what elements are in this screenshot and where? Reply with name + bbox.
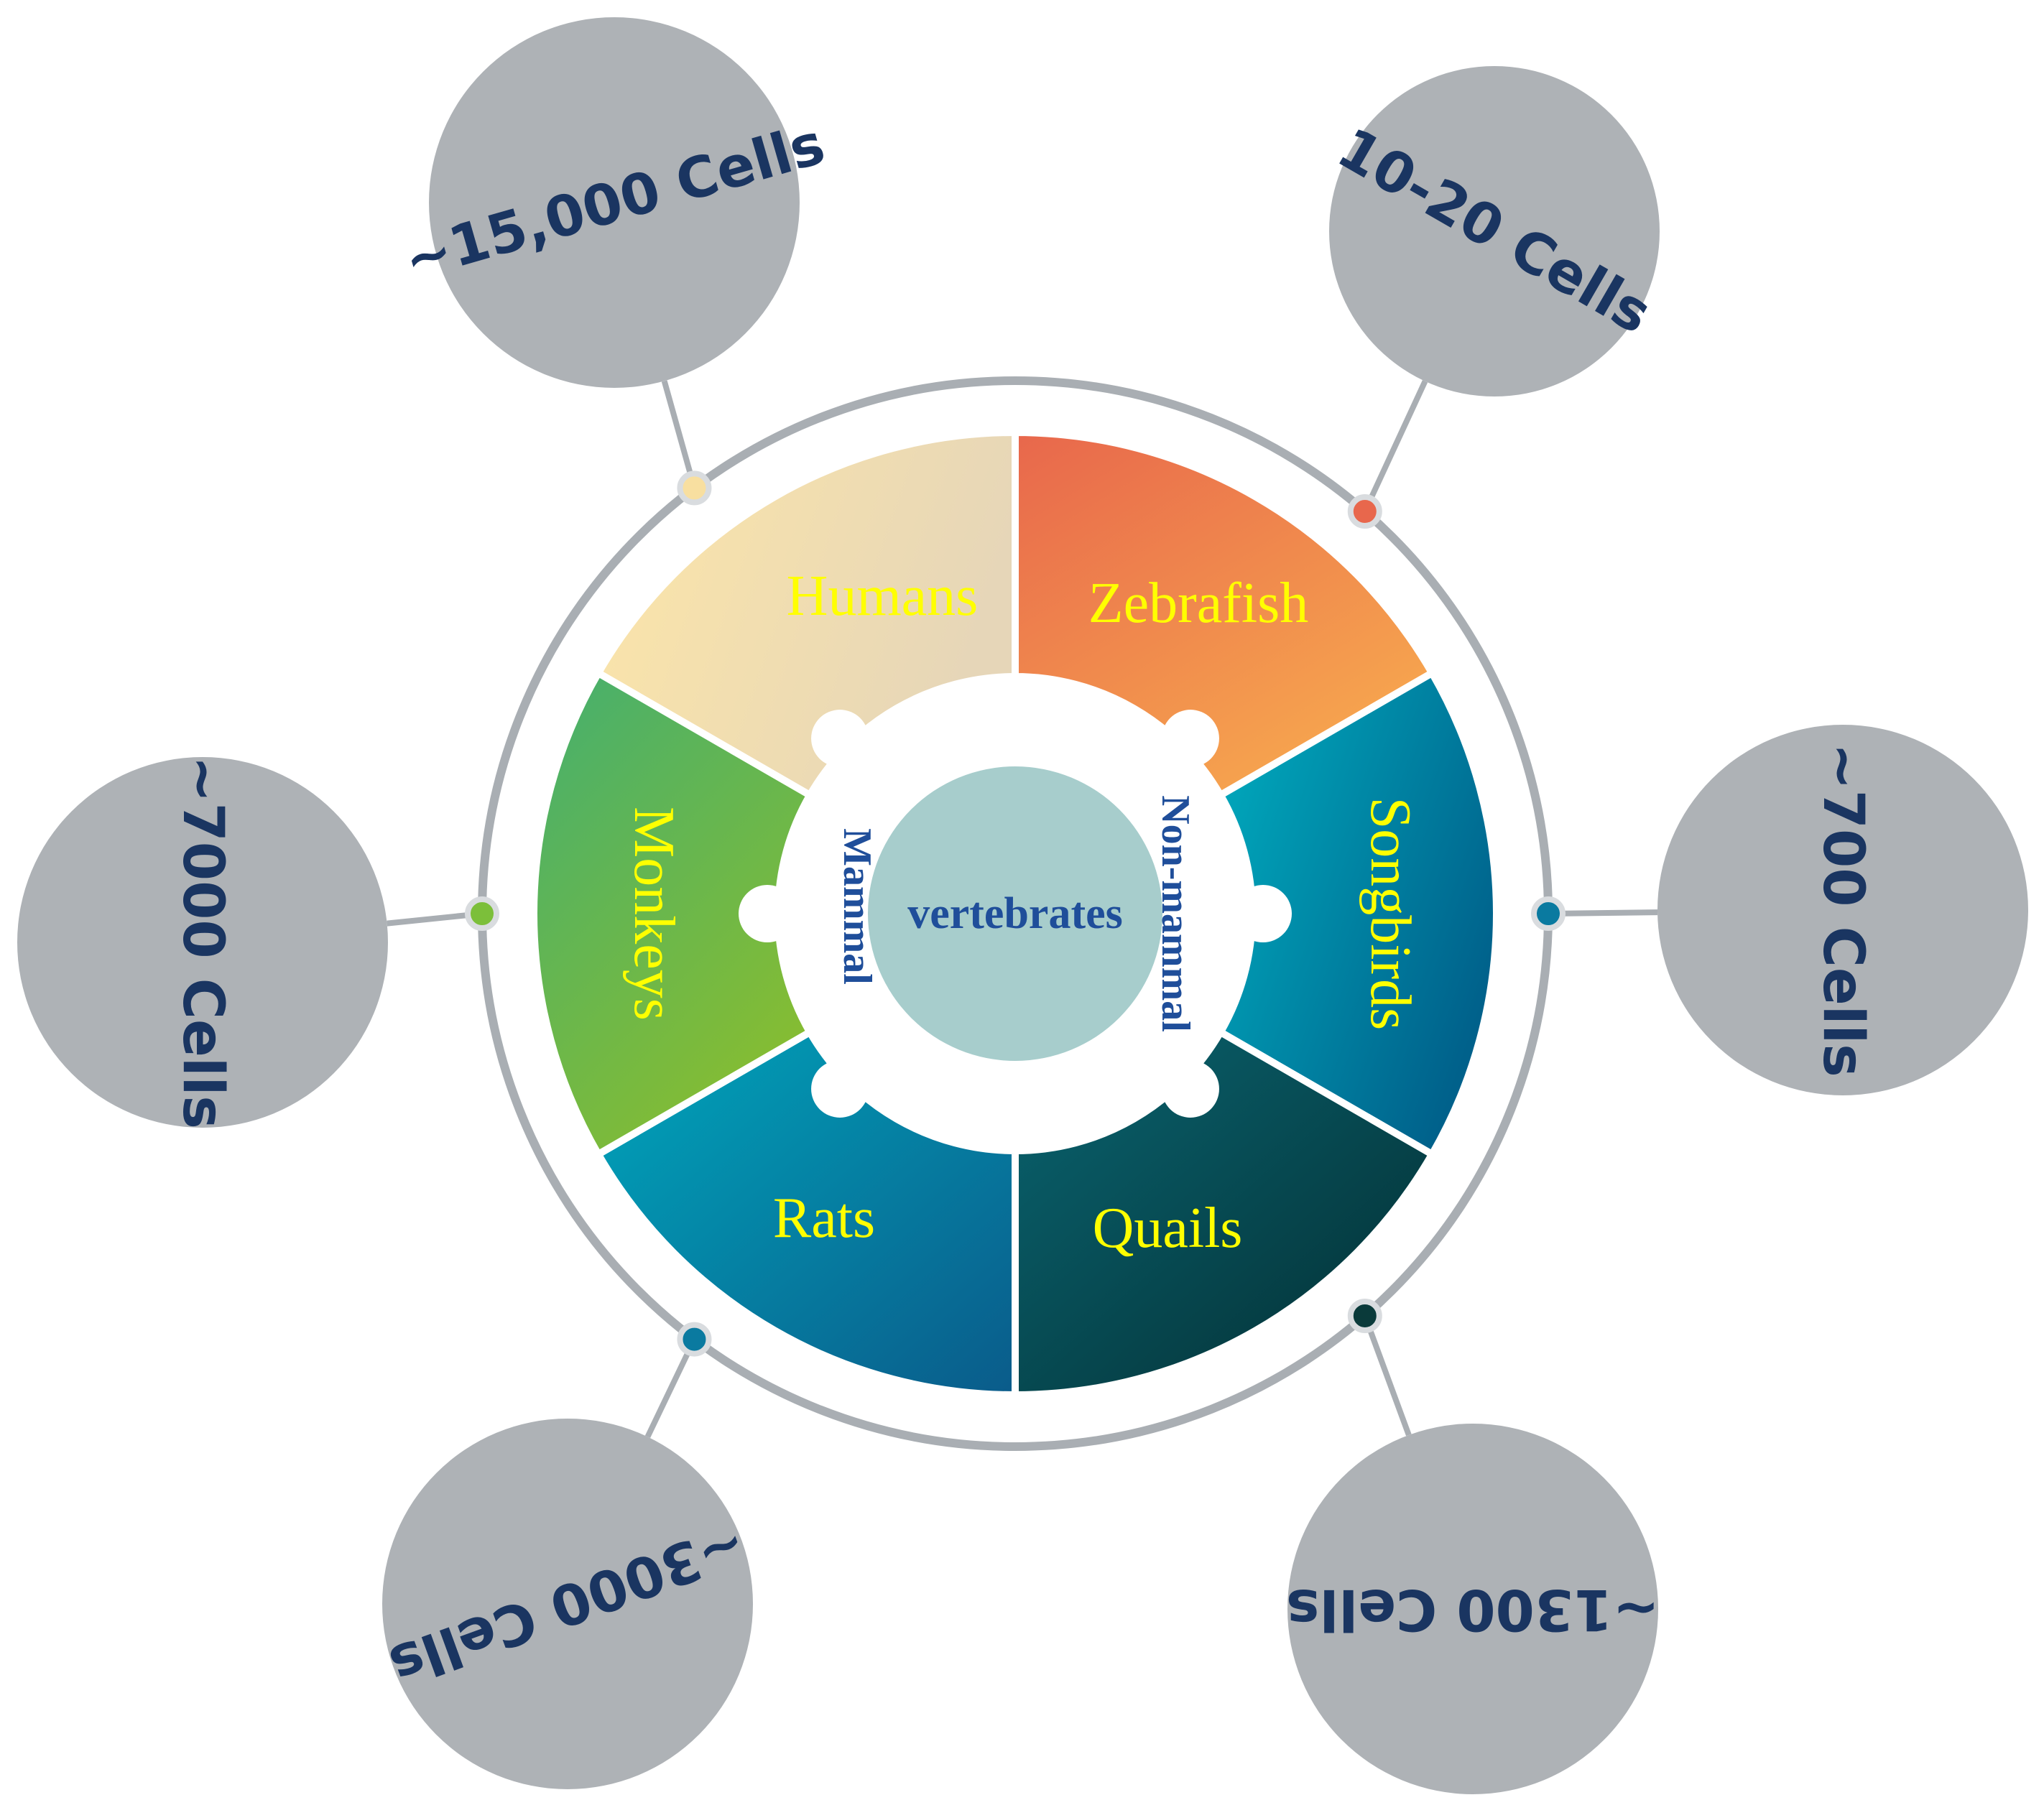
center-label: vertebrates [907, 889, 1123, 938]
segment-humans [593, 428, 1019, 800]
connector-songbirds [1548, 909, 1658, 917]
segment-label-rats: Rats [773, 1187, 875, 1250]
ring-knob [811, 1059, 869, 1118]
ring-dot-quails [1347, 1298, 1382, 1333]
ring-dot-monkeys [465, 896, 499, 931]
ring-knob [1234, 885, 1292, 942]
connector-rats [644, 1337, 698, 1439]
segment-label-songbirds: Songbirds [1359, 797, 1422, 1031]
bubble-monkeys [17, 757, 388, 1128]
segment-songbirds [1215, 668, 1500, 1159]
bubble-label-songbirds: ~700 Cells [1811, 743, 1875, 1077]
segment-label-monkeys: Monkeys [622, 807, 685, 1021]
non-mammal-label: Non-mammal [1153, 795, 1198, 1032]
segment-quails [1012, 1027, 1438, 1399]
segment-monkeys [530, 668, 815, 1159]
bubble-label-quails: ~1300 Cells [1286, 1577, 1660, 1641]
ring-knob [811, 710, 869, 768]
segment-label-zebrafish: Zebrafish [1088, 572, 1309, 635]
bubble-label-monkeys: ~7000 Cells [170, 756, 235, 1129]
ring-knob [739, 885, 796, 942]
mammal-label: Mammal [835, 828, 879, 985]
connector-humans [661, 380, 698, 489]
segment-label-humans: Humans [787, 565, 979, 628]
segment-label-quails: Quails [1093, 1197, 1243, 1260]
ring-dot-songbirds [1531, 896, 1566, 931]
segment-rats [593, 1027, 1019, 1399]
center-circle [868, 766, 1162, 1061]
bubble-rats [382, 1419, 753, 1789]
ring-knob [1161, 1059, 1219, 1118]
ring-dots [465, 470, 1566, 1357]
connector-quails [1362, 1314, 1412, 1437]
ring-knob [1161, 710, 1219, 768]
ring-dot-humans [677, 470, 712, 506]
bubble-humans [429, 17, 800, 388]
ring-dot-zebrafish [1347, 494, 1382, 529]
bubble-songbirds [1657, 725, 2028, 1095]
connector-zebrafish [1362, 380, 1428, 513]
ring-dot-rats [677, 1322, 712, 1357]
segment-zebrafish [1012, 428, 1438, 800]
bubble-quails [1287, 1424, 1658, 1794]
bubble-zebrafish [1329, 66, 1660, 396]
